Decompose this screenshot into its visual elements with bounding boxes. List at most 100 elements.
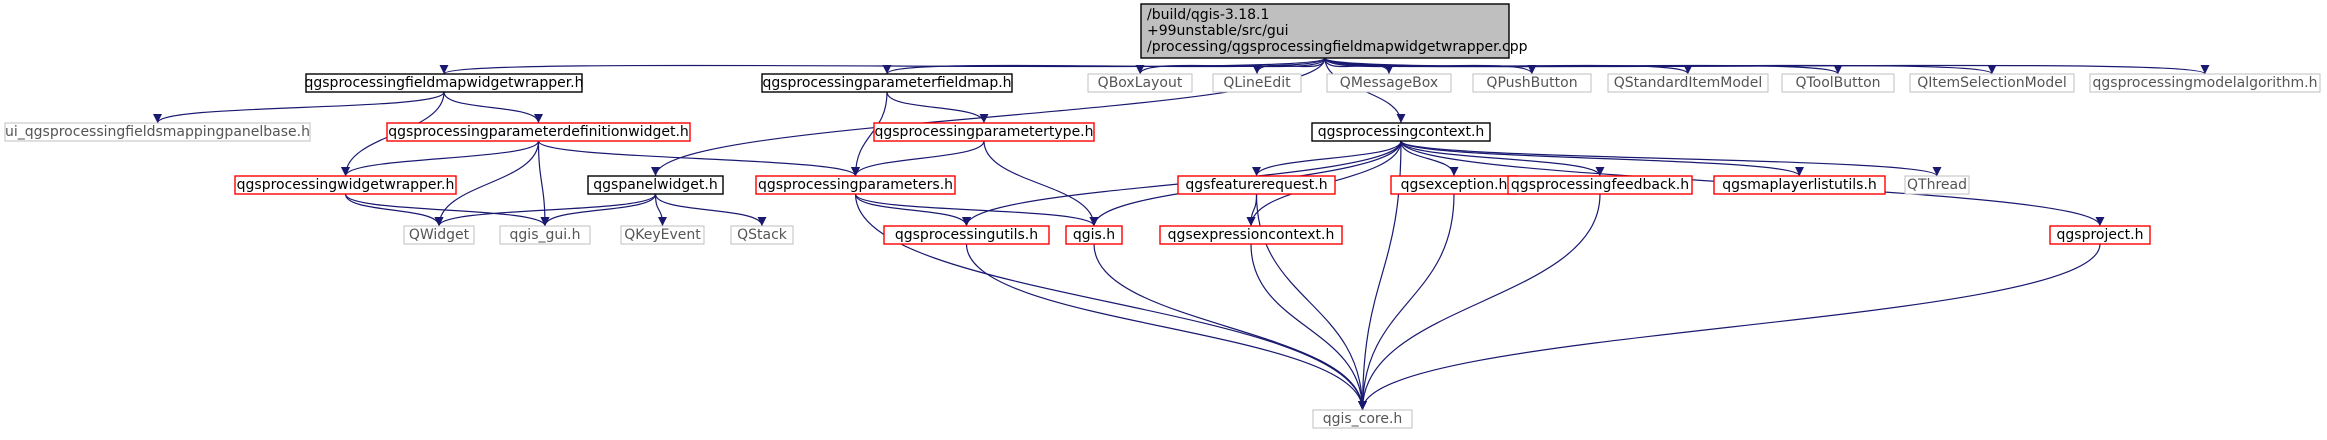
root-node-box [1140, 3, 1510, 59]
node-mlu-h-box [1713, 175, 1886, 195]
edge-root-to-pfm-h [882, 57, 1326, 75]
node-params-h[interactable]: qgsprocessingparameters.h [755, 175, 956, 195]
edge-pctx-h-to-freq-h [1252, 140, 1402, 177]
node-fmw-h[interactable]: qgsprocessingfieldmapwidgetwrapper.h [304, 73, 584, 93]
node-qtoolbutton-box [1781, 73, 1895, 93]
node-params-h-label: qgsprocessingparameters.h [758, 177, 953, 193]
node-gui-h-box [499, 225, 591, 245]
node-pdw-h[interactable]: qgsprocessingparameterdefinitionwidget.h [386, 122, 691, 142]
node-layer: /build/qgis-3.18.1+99unstable/src/gui/pr… [4, 3, 2321, 429]
edge-panel-h-to-qstack [654, 193, 767, 227]
node-qitemsel-label: QItemSelectionModel [1917, 75, 2066, 91]
node-freq-h[interactable]: qgsfeaturerequest.h [1177, 175, 1336, 195]
node-qlineedit-box [1212, 73, 1302, 93]
node-exprctx-h-label: qgsexpressioncontext.h [1168, 227, 1335, 243]
node-pdw-h-box [386, 122, 691, 142]
node-panel-h-label: qgspanelwidget.h [593, 177, 717, 193]
node-pdw-h-label: qgsprocessingparameterdefinitionwidget.h [388, 124, 689, 140]
node-qwidget-label: QWidget [409, 227, 470, 243]
node-qstditem-label: QStandardItemModel [1614, 75, 1763, 91]
node-pctx-h-label: qgsprocessingcontext.h [1318, 124, 1485, 140]
node-feedback-h[interactable]: qgsprocessingfeedback.h [1507, 175, 1693, 195]
edge-pdw-h-to-pww-h [341, 140, 540, 177]
node-qwidget-box [403, 225, 475, 245]
edge-pctx-h-to-mlu-h [1400, 140, 1804, 177]
node-core-h: qgis_core.h [1312, 409, 1413, 429]
node-qlineedit: QLineEdit [1212, 73, 1302, 93]
edge-params-h-to-qgis-h [854, 193, 1099, 227]
node-ui-h-box [4, 122, 311, 142]
node-project-h-label: qgsproject.h [2057, 227, 2144, 243]
node-pww-h-label: qgsprocessingwidgetwrapper.h [237, 177, 455, 193]
node-qkeyevent-box [620, 225, 705, 245]
root-node[interactable]: /build/qgis-3.18.1+99unstable/src/gui/pr… [1140, 3, 1528, 59]
node-qthread: QThread [1904, 175, 1970, 195]
node-qmessagebox-box [1326, 73, 1452, 93]
node-freq-h-label: qgsfeaturerequest.h [1185, 177, 1327, 193]
edge-project-h-to-core-h [1358, 243, 2101, 411]
node-freq-h-box [1177, 175, 1336, 195]
edge-panel-h-to-qkeyevent [654, 193, 667, 227]
node-qgis-h-label: qgis.h [1073, 227, 1115, 243]
root-node-label-line-1: /build/qgis-3.18.1 [1147, 7, 1269, 23]
node-ptype-h-box [873, 122, 1095, 142]
edge-root-to-modelalg-h [1324, 57, 2210, 75]
edge-params-h-to-putils-h [854, 193, 971, 227]
edge-panel-h-to-gui-h [540, 193, 657, 227]
node-panel-h[interactable]: qgspanelwidget.h [587, 175, 724, 195]
node-ptype-h-label: qgsprocessingparametertype.h [874, 124, 1093, 140]
node-pww-h-box [234, 175, 457, 195]
node-project-h[interactable]: qgsproject.h [2049, 225, 2151, 245]
node-exc-h-label: qgsexception.h [1401, 177, 1508, 193]
root-node-label-line-3: /processing/qgsprocessingfieldmapwidgetw… [1147, 39, 1528, 55]
node-exprctx-h-box [1159, 225, 1343, 245]
node-qlineedit-label: QLineEdit [1223, 75, 1291, 91]
edge-pctx-h-to-qthread [1400, 140, 1942, 177]
node-fmw-h-label: qgsprocessingfieldmapwidgetwrapper.h [304, 75, 583, 91]
node-pctx-h[interactable]: qgsprocessingcontext.h [1311, 122, 1491, 142]
node-qitemsel: QItemSelectionModel [1909, 73, 2075, 93]
node-mlu-h-label: qgsmaplayerlistutils.h [1722, 177, 1877, 193]
edge-qgis-h-to-core-h [1093, 243, 1367, 411]
node-pww-h[interactable]: qgsprocessingwidgetwrapper.h [234, 175, 457, 195]
edge-pdw-h-to-qwidget [434, 140, 540, 227]
edge-pdw-h-to-params-h [537, 140, 860, 177]
node-qgis-h-box [1065, 225, 1123, 245]
node-qstditem-box [1607, 73, 1769, 93]
node-pctx-h-box [1311, 122, 1491, 142]
edge-panel-h-to-qwidget [434, 193, 657, 227]
node-qgis-h[interactable]: qgis.h [1065, 225, 1123, 245]
node-exprctx-h[interactable]: qgsexpressioncontext.h [1159, 225, 1343, 245]
node-core-h-box [1312, 409, 1413, 429]
node-qtoolbutton-label: QToolButton [1795, 75, 1880, 91]
edge-pww-h-to-qwidget [344, 193, 444, 227]
edge-exprctx-h-to-core-h [1250, 243, 1367, 411]
node-putils-h-box [883, 225, 1050, 245]
edge-root-to-qboxlayout [1135, 57, 1326, 75]
node-core-h-label: qgis_core.h [1323, 411, 1403, 427]
node-pfm-h[interactable]: qgsprocessingparameterfieldmap.h [761, 73, 1013, 93]
node-qmessagebox: QMessageBox [1326, 73, 1452, 93]
node-qitemsel-box [1909, 73, 2075, 93]
node-qpushbutton: QPushButton [1472, 73, 1592, 93]
node-fmw-h-box [305, 73, 583, 93]
edge-ptype-h-to-params-h [851, 140, 985, 177]
node-qpushbutton-box [1472, 73, 1592, 93]
edge-putils-h-to-core-h [965, 243, 1367, 411]
node-ui-h-label: ui_qgsprocessingfieldsmappingpanelbase.h [5, 124, 310, 140]
node-modelalg-h: qgsprocessingmodelalgorithm.h [2089, 73, 2321, 93]
node-ptype-h[interactable]: qgsprocessingparametertype.h [873, 122, 1095, 142]
node-putils-h[interactable]: qgsprocessingutils.h [883, 225, 1050, 245]
edge-ptype-h-to-qgis-h [983, 140, 1099, 227]
node-qmessagebox-label: QMessageBox [1340, 75, 1438, 91]
node-qthread-box [1904, 175, 1970, 195]
node-qpushbutton-label: QPushButton [1486, 75, 1577, 91]
node-mlu-h[interactable]: qgsmaplayerlistutils.h [1713, 175, 1886, 195]
node-exc-h[interactable]: qgsexception.h [1390, 175, 1518, 195]
node-pfm-h-label: qgsprocessingparameterfieldmap.h [762, 75, 1011, 91]
node-qstack: QStack [730, 225, 794, 245]
node-gui-h-label: qgis_gui.h [510, 227, 581, 243]
edge-pww-h-to-gui-h [344, 193, 550, 227]
node-feedback-h-box [1507, 175, 1693, 195]
